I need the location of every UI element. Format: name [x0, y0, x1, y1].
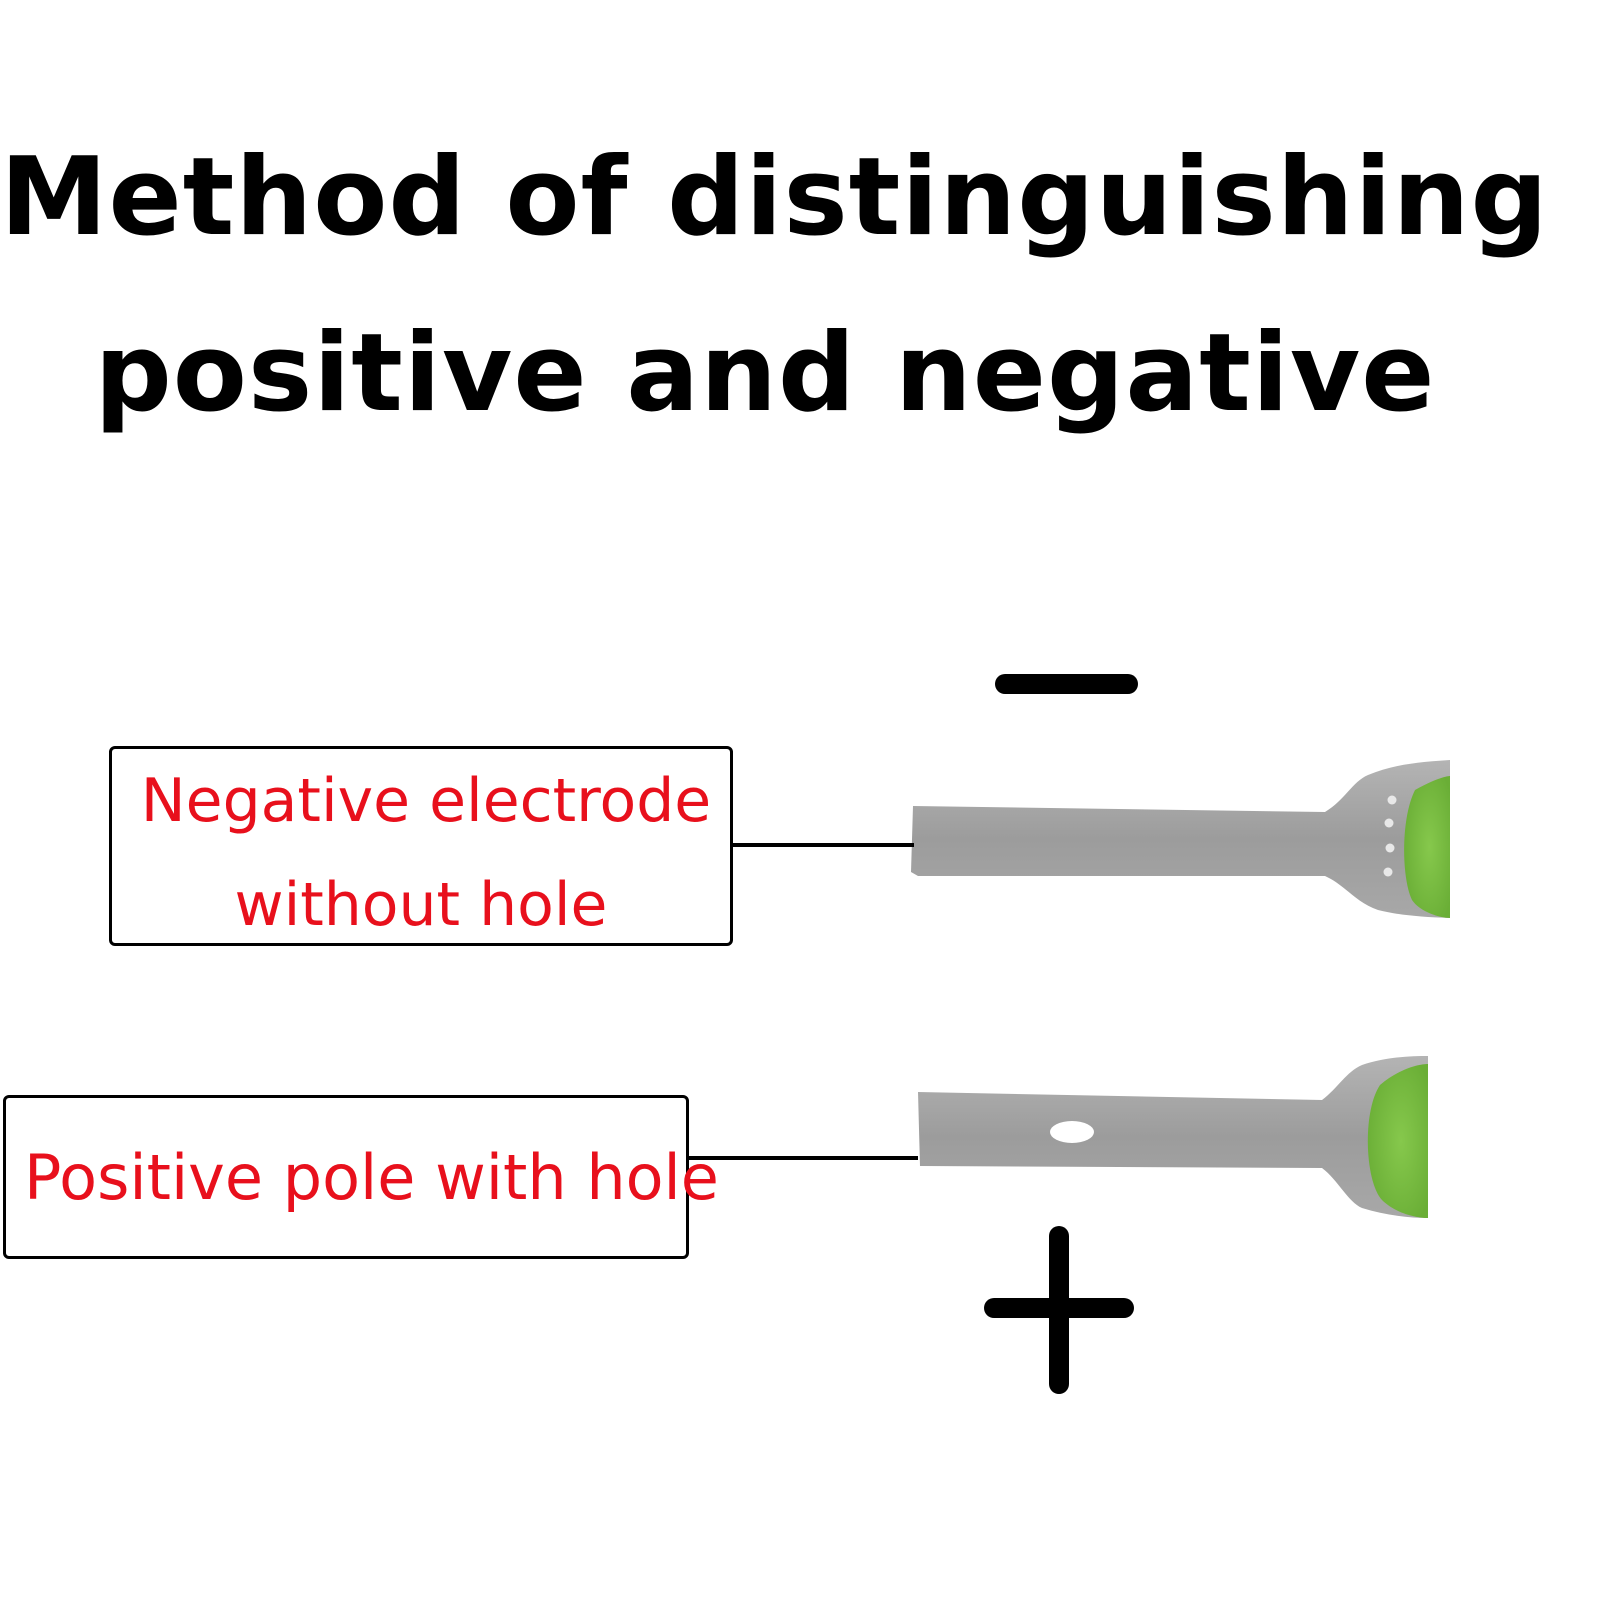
title-line-1: Method of distinguishing — [0, 135, 1549, 260]
negative-electrode-lead — [911, 760, 1450, 918]
positive-pole-label-box: Positive pole with hole — [3, 1095, 719, 1259]
positive-label-text: Positive pole with hole — [24, 1141, 719, 1214]
negative-electrode-crimp-dots — [1383, 795, 1397, 877]
positive-connector-line — [686, 1156, 918, 1160]
page-title: Method of distinguishing positive and ne… — [0, 110, 1549, 462]
plus-sign-icon — [984, 1226, 1134, 1394]
positive-electrode-hole — [1050, 1121, 1094, 1143]
negative-electrode-label-box: Negative electrode without hole — [109, 746, 733, 946]
negative-label-line-1: Negative electrode — [140, 766, 712, 836]
positive-electrode-lead — [918, 1056, 1428, 1218]
negative-label-line-2: without hole — [234, 870, 608, 940]
title-line-2: positive and negative — [94, 311, 1436, 436]
negative-connector-line — [733, 843, 914, 847]
